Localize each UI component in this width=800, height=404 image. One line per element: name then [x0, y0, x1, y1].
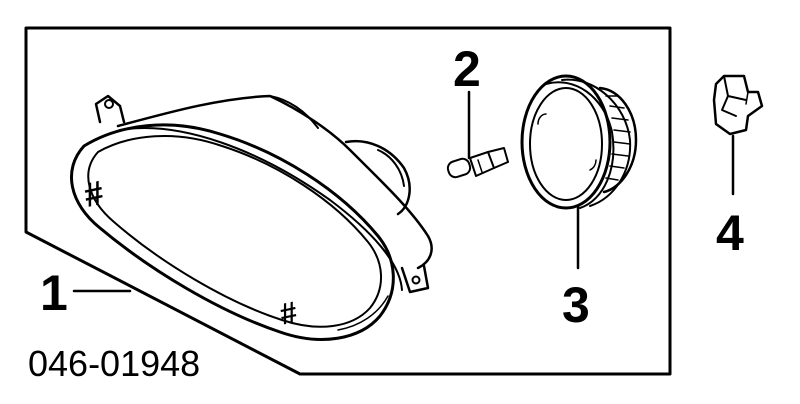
bulb	[446, 147, 509, 179]
callout-2: 2	[453, 41, 481, 97]
retaining-clip	[712, 74, 764, 136]
callout-3: 3	[562, 277, 590, 333]
callout-4: 4	[716, 205, 744, 261]
fog-lamp-housing	[70, 94, 433, 341]
lens-unit	[520, 74, 638, 210]
assembly-frame	[24, 26, 672, 376]
callout-1: 1	[40, 265, 68, 321]
lens-mark-2: #	[277, 296, 300, 332]
part-number: 046-01948	[28, 343, 200, 384]
lens-mark-1: #	[81, 174, 107, 215]
